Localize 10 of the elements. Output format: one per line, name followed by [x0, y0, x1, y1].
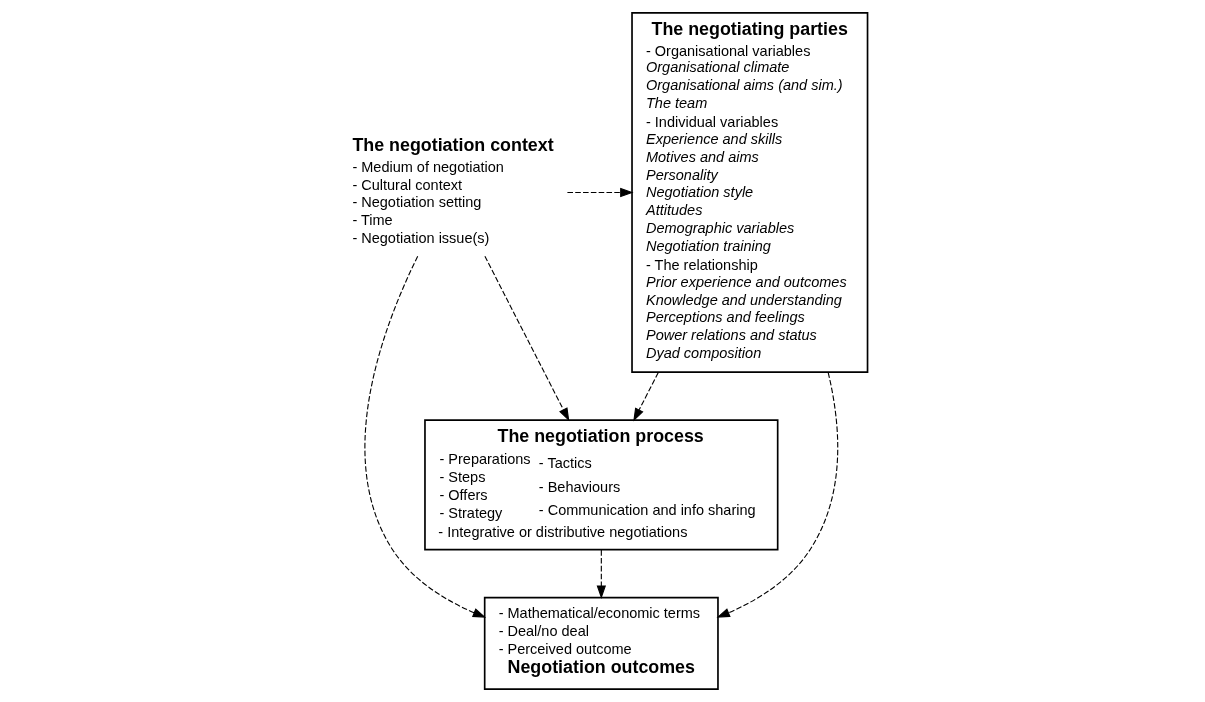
- arrow: [632, 371, 659, 422]
- node-box: The negotiating parties - Organisational variables Organisational climate Organisational aims (and sim.) The team - Individual variables Experience and skills Motives and aims Personality Negotiation style Attitudes Demographic variables Negotiation training - The relationship Prior experience and outcomes Knowledge and understanding Perceptions and feelings Power relations and status Dyad composition: [630, 11, 868, 374]
- node-box: - Mathematical/economic terms - Deal/no deal - Perceived outcome Negotiation outcomes: [483, 596, 719, 691]
- arrow: [483, 255, 569, 422]
- arrow: [566, 187, 634, 198]
- node-text: The negotiation context - Medium of negotiation - Cultural context - Negotiation setting - Time - Negotiation issue(s): [351, 134, 554, 247]
- node-box: The negotiation process - Preparations - Steps - Offers - Strategy - Tactics - Behaviours - Communication and info sharing - Integrative or distributive negotiations: [423, 419, 778, 551]
- arrow: [716, 371, 838, 618]
- arrow: [596, 549, 606, 599]
- arrow: [363, 255, 486, 618]
